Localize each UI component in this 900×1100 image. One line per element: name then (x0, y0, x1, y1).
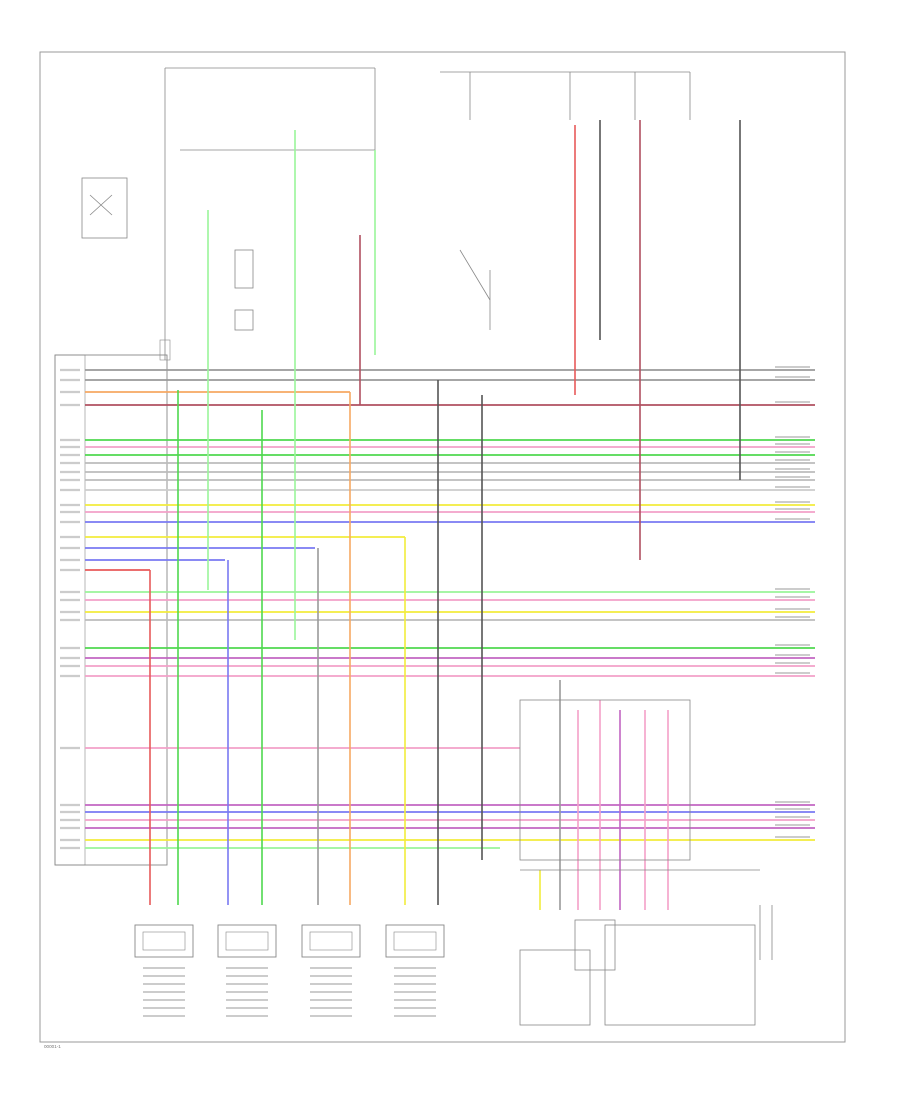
right-connector (519, 699, 773, 1026)
sensor-unit (301, 924, 361, 1017)
switch-box (81, 177, 128, 239)
relay-blocks (234, 249, 491, 331)
harness-wires-vertical (149, 120, 741, 910)
harness-wires-horizontal (85, 369, 815, 849)
sensor-unit (217, 924, 277, 1017)
sensor-unit (385, 924, 445, 1017)
top-power-bus (164, 67, 691, 360)
wire-labels (60, 366, 810, 850)
control-module (54, 339, 171, 866)
sensor-unit (134, 924, 194, 1017)
bottom-components (134, 924, 445, 1017)
page-code: 00001-1 (44, 1044, 61, 1049)
diagram-border (39, 51, 846, 1043)
